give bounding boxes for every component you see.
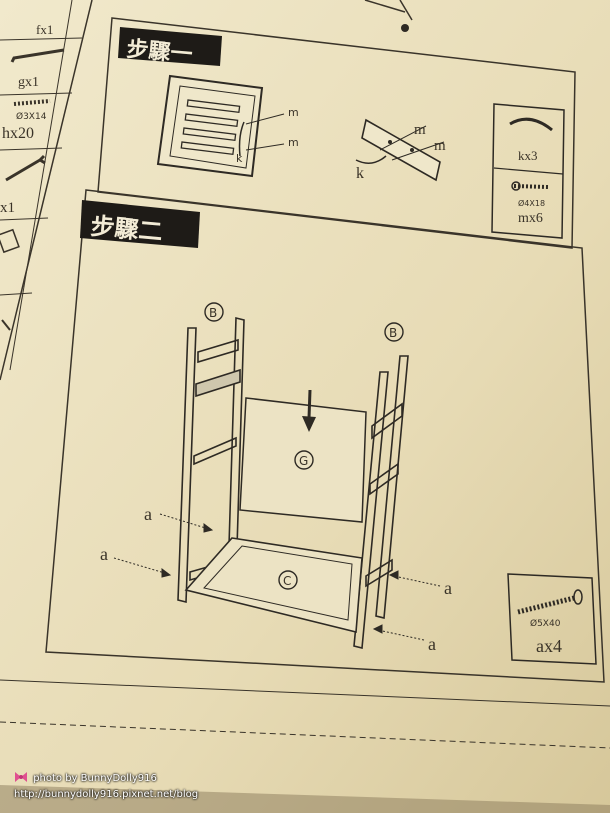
long-screw-icon: [517, 595, 575, 615]
parts-m-label: mx6: [518, 211, 543, 226]
step1-label-m1: m: [288, 106, 299, 119]
top-leg-fragment: [364, 0, 413, 32]
pointer-arrows: [113, 513, 441, 641]
step1-plank: m m k: [355, 118, 446, 182]
step2-title-badge: 步驟二: [80, 200, 200, 248]
label-a-1: a: [144, 504, 152, 524]
step1-board: m m k: [156, 74, 299, 178]
step1-parts-box: kx3 Ø4X18 mx6: [491, 103, 565, 239]
left-parts-column: fx1 gx1 Ø3X14 hx20 x1: [0, 0, 93, 381]
left-item-hx20: hx20: [2, 125, 34, 142]
allen-key-icon: [10, 48, 65, 63]
step1-label-m4: m: [434, 138, 446, 154]
label-c: C: [283, 574, 291, 588]
step1-label-m3: m: [414, 122, 426, 138]
step1-label-m2: m: [288, 136, 299, 149]
panel-g: G: [239, 389, 367, 523]
curved-k-piece-icon: [509, 117, 553, 132]
watermark-author: photo by BunnyDolly916: [33, 773, 157, 784]
right-side-frame: [353, 355, 409, 650]
label-g: G: [299, 454, 308, 468]
screw-m-icon: [513, 184, 549, 189]
parts-k-label: kx3: [518, 148, 538, 163]
step1-label-k2: k: [356, 165, 364, 182]
part-icon: [0, 228, 20, 254]
step1-label-k: k: [236, 152, 243, 165]
watermark-url: http://bunnydolly916.pixnet.net/blog: [14, 789, 199, 800]
bottom-shelf-c: C: [184, 537, 363, 634]
left-item-fx1: fx1: [36, 22, 53, 37]
bow-icon: [15, 772, 27, 782]
left-item-screw-spec: Ø3X14: [16, 111, 47, 122]
step2-title: 步驟二: [89, 212, 163, 246]
label-a-3: a: [444, 578, 452, 598]
step2-screw-spec: Ø5X40: [530, 618, 561, 629]
step1-title-badge: 步驟一: [118, 27, 222, 68]
watermark: photo by BunnyDolly916 http://bunnydolly…: [14, 769, 334, 803]
left-side-frame: [177, 316, 245, 604]
step2-screw-count: ax4: [536, 636, 562, 656]
step2-screw-box: Ø5X40 ax4: [507, 573, 597, 665]
left-item-x1: x1: [0, 200, 15, 216]
left-item-gx1: gx1: [18, 75, 39, 90]
label-b-right: B: [389, 326, 397, 340]
step1-panel: 步驟一 m m k m m k: [97, 17, 576, 249]
label-a-2: a: [100, 544, 108, 564]
page-bottom-lines: [0, 679, 610, 749]
step2-panel: 步驟二 B G B: [45, 189, 605, 683]
label-a-4: a: [428, 634, 436, 654]
label-b-left: B: [209, 306, 217, 320]
step1-title: 步驟一: [125, 36, 193, 68]
part-icon-small: [1, 319, 11, 331]
wrench-icon: [5, 154, 46, 182]
parts-screw-spec: Ø4X18: [518, 198, 545, 208]
